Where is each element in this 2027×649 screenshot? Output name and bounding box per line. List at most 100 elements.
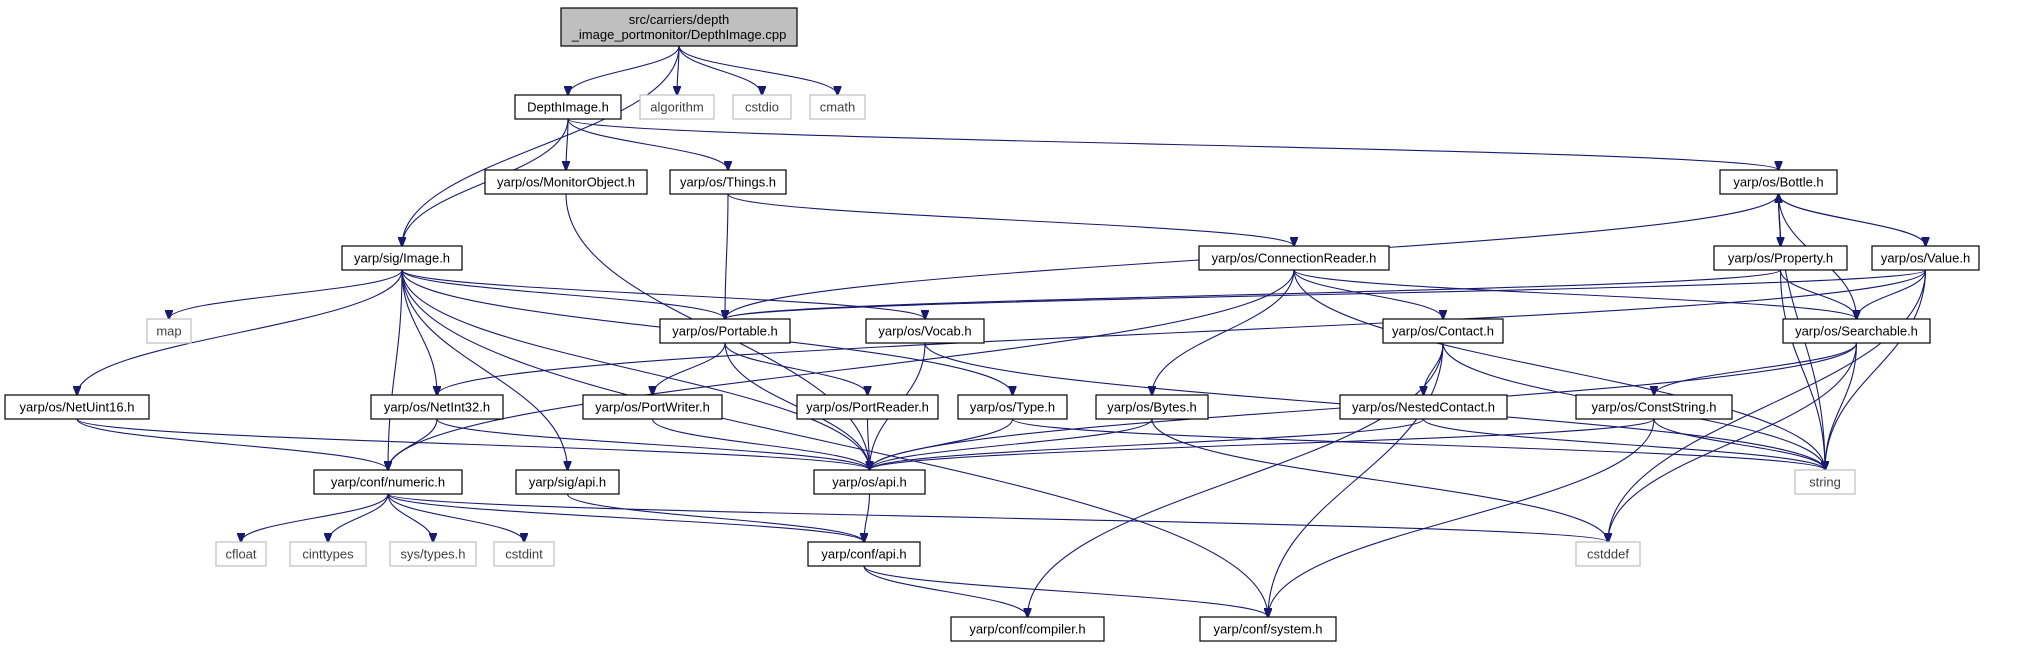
edge-bytes-to-osapi [870,418,1153,470]
node-portable[interactable]: yarp/os/Portable.h [659,318,791,344]
node-bottle[interactable]: yarp/os/Bottle.h [1719,169,1838,195]
edge-property-to-portable [725,269,1782,319]
edge-image-to-netint32 [401,269,437,395]
node-contact-label: yarp/os/Contact.h [1392,324,1494,339]
edge-value-to-string [1825,269,1927,470]
node-string-box [1794,469,1856,495]
node-netint32[interactable]: yarp/os/NetInt32.h [370,394,504,420]
node-osapi[interactable]: yarp/os/api.h [813,469,926,495]
node-image-label: yarp/sig/Image.h [354,251,450,266]
node-sigapi[interactable]: yarp/sig/api.h [515,469,620,495]
node-cstdio-label: cstdio [745,100,779,115]
node-nested-box [1339,394,1508,420]
edge-numeric-to-cstdint [387,493,524,542]
node-compiler-box [950,616,1105,642]
node-confapi[interactable]: yarp/conf/api.h [807,541,921,567]
node-root-label: src/carriers/depth [629,12,729,27]
node-value-box [1871,245,1980,271]
node-property[interactable]: yarp/os/Property.h [1713,245,1848,271]
node-type-label: yarp/os/Type.h [970,400,1055,415]
node-system[interactable]: yarp/conf/system.h [1199,616,1337,642]
node-vocab[interactable]: yarp/os/Vocab.h [865,318,985,344]
node-cinttypes: cinttypes [289,541,367,567]
node-osapi-box [813,469,926,495]
node-cstddef-label: cstddef [1587,547,1629,562]
edge-conststring-to-system [1268,418,1655,617]
edge-value-to-searchable [1857,269,1927,319]
node-cmath: cmath [809,94,866,120]
node-image-box [341,245,463,271]
edge-image-to-map [169,269,403,319]
edge-numeric-to-cstddef [387,493,1608,542]
node-conststring[interactable]: yarp/os/ConstString.h [1575,394,1733,420]
edge-nested-to-string [1422,418,1826,470]
node-conststring-box [1575,394,1733,420]
node-things[interactable]: yarp/os/Things.h [669,169,787,195]
node-depthimage[interactable]: DepthImage.h [514,94,622,120]
edge-layer [76,45,1927,617]
node-portreader[interactable]: yarp/os/PortReader.h [796,394,939,420]
node-depthimage-box [514,94,622,120]
node-portwriter-label: yarp/os/PortWriter.h [595,400,710,415]
edge-root-to-cmath [678,45,838,95]
node-type[interactable]: yarp/os/Type.h [957,394,1068,420]
node-things-box [669,169,787,195]
node-osapi-label: yarp/os/api.h [832,475,906,490]
edge-image-to-portable [401,269,725,319]
node-searchable[interactable]: yarp/os/Searchable.h [1782,318,1931,344]
node-compiler[interactable]: yarp/conf/compiler.h [950,616,1105,642]
node-image[interactable]: yarp/sig/Image.h [341,245,463,271]
edge-confapi-to-compiler [863,565,1028,617]
node-cstddef-box [1575,541,1641,567]
node-bytes[interactable]: yarp/os/Bytes.h [1095,394,1209,420]
edge-numeric-to-cfloat [241,493,389,542]
edge-contact-to-compiler [1028,342,1444,617]
node-connreader[interactable]: yarp/os/ConnectionReader.h [1198,245,1390,271]
edge-root-to-cstdio [678,45,762,95]
node-numeric[interactable]: yarp/conf/numeric.h [313,469,463,495]
node-portreader-label: yarp/os/PortReader.h [806,400,929,415]
edge-netuint16-to-numeric [76,418,388,470]
edge-depthimage-to-bottle [567,118,1779,170]
node-portwriter-box [582,394,723,420]
edge-netuint16-to-osapi [76,418,870,470]
node-confapi-label: yarp/conf/api.h [821,547,906,562]
edge-netint32-to-osapi [436,418,870,470]
edge-numeric-to-systypes [387,493,433,542]
node-algorithm-box [639,94,715,120]
node-value-label: yarp/os/Value.h [1881,251,1970,266]
node-string-label: string [1809,475,1841,490]
node-nested[interactable]: yarp/os/NestedContact.h [1339,394,1508,420]
node-cstdio-box [732,94,792,120]
edge-bytes-to-cstddef [1151,418,1608,542]
node-contact[interactable]: yarp/os/Contact.h [1382,318,1504,344]
node-confapi-box [807,541,921,567]
node-systypes-label: sys/types.h [400,547,465,562]
node-root[interactable]: src/carriers/depth_image_portmonitor/Dep… [560,7,798,47]
node-portable-box [659,318,791,344]
node-value[interactable]: yarp/os/Value.h [1871,245,1980,271]
edge-contact-to-system [1268,342,1444,617]
edge-depthimage-to-things [567,118,728,170]
edge-conststring-to-osapi [870,418,1655,470]
node-property-label: yarp/os/Property.h [1728,251,1833,266]
edge-connreader-to-searchable [1293,269,1857,319]
node-netuint16[interactable]: yarp/os/NetUint16.h [4,394,150,420]
node-netint32-box [370,394,504,420]
edge-connreader-to-numeric [388,269,1295,470]
edge-searchable-to-cstddef [1608,342,1858,542]
edge-type-to-osapi [870,418,1014,470]
node-sigapi-box [515,469,620,495]
edge-root-to-depthimage [568,45,680,95]
node-cstdint-label: cstdint [505,547,543,562]
node-portwriter[interactable]: yarp/os/PortWriter.h [582,394,723,420]
node-numeric-box [313,469,463,495]
node-compiler-label: yarp/conf/compiler.h [969,622,1085,637]
node-bytes-box [1095,394,1209,420]
node-connreader-label: yarp/os/ConnectionReader.h [1212,251,1377,266]
edge-value-to-netint32 [437,269,1927,395]
node-cfloat: cfloat [215,541,267,567]
node-algorithm-label: algorithm [650,100,703,115]
edge-portwriter-to-osapi [651,418,870,470]
node-monitor[interactable]: yarp/os/MonitorObject.h [484,169,648,195]
